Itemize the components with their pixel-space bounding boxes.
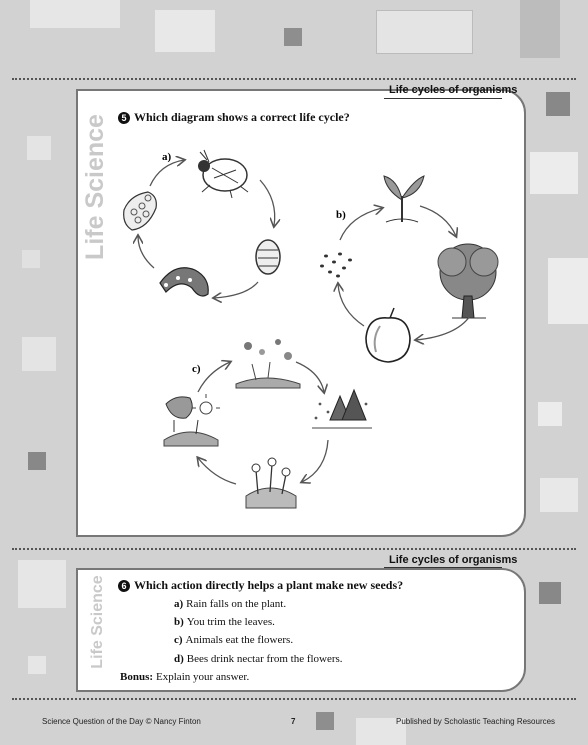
option-text: Rain falls on the plant. [186, 598, 287, 610]
decor-square [316, 712, 334, 730]
option-letter: b) [174, 616, 184, 628]
decor-square [356, 718, 406, 745]
decor-square [22, 337, 56, 371]
bonus-text: Explain your answer. [156, 671, 250, 683]
diagram-label: b) [336, 209, 346, 221]
decor-square [22, 250, 40, 268]
topic-underline [384, 567, 502, 568]
question-number-badge: 6 [118, 579, 130, 592]
decor-square [28, 656, 46, 674]
seedling-icon [383, 175, 425, 223]
diagram-label: c) [192, 363, 201, 375]
decor-square [539, 582, 561, 604]
question-number-badge: 5 [118, 111, 130, 124]
bonus-line: Bonus:Explain your answer. [120, 671, 249, 683]
beetle-icon [198, 149, 249, 199]
decor-square [548, 258, 588, 324]
side-title: Life Science [89, 575, 106, 669]
eggs-icon [123, 191, 157, 231]
question-6: 6 Which action directly helps a plant ma… [118, 578, 403, 593]
decor-square [284, 28, 302, 46]
decor-square [546, 92, 570, 116]
summer-scene-icon [163, 394, 220, 447]
apple-icon [365, 307, 411, 363]
cut-line [12, 548, 576, 550]
decor-square [18, 560, 66, 608]
answer-option-b: b)You trim the leaves. [174, 616, 275, 628]
option-text: Bees drink nectar from the flowers. [186, 653, 343, 665]
question-text: Which action directly helps a plant make… [134, 578, 404, 592]
topic-label: Life cycles of organisms [389, 84, 518, 96]
question-card-6 [76, 568, 526, 692]
option-text: Animals eat the flowers. [185, 634, 294, 646]
option-letter: a) [174, 598, 184, 610]
page-number: 7 [291, 717, 296, 726]
decor-square [27, 136, 51, 160]
diagram-c: c) [163, 339, 372, 509]
option-letter: d) [174, 653, 184, 665]
larva-icon [159, 267, 209, 297]
decor-square [28, 452, 46, 470]
answer-option-a: a)Rain falls on the plant. [174, 598, 286, 610]
question-text: Which diagram shows a correct life cycle… [134, 110, 350, 124]
answer-option-d: d)Bees drink nectar from the flowers. [174, 653, 343, 665]
bonus-label: Bonus: [120, 671, 154, 683]
cut-line [12, 698, 576, 700]
autumn-scene-icon [235, 339, 301, 389]
decor-square [376, 10, 473, 54]
footer-publisher: Published by Scholastic Teaching Resourc… [396, 717, 556, 726]
diagram-label: a) [162, 151, 172, 163]
decor-square [538, 402, 562, 426]
topic-label: Life cycles of organisms [389, 554, 518, 566]
question-5: 5 Which diagram shows a correct life cyc… [118, 110, 350, 125]
decor-square [520, 0, 560, 58]
cut-line [12, 78, 576, 80]
decor-square [530, 152, 578, 194]
diagram-a: a) [123, 149, 281, 298]
seeds-icon [320, 252, 352, 278]
option-text: You trim the leaves. [186, 616, 275, 628]
option-letter: c) [174, 634, 183, 646]
pupa-icon [255, 239, 281, 275]
spring-scene-icon [245, 457, 297, 509]
decor-square [155, 10, 215, 52]
footer-credit: Science Question of the Day © Nancy Fint… [42, 717, 201, 726]
tree-icon [437, 243, 499, 319]
topic-underline [384, 98, 502, 99]
answer-option-c: c)Animals eat the flowers. [174, 634, 293, 646]
decor-square [540, 478, 578, 512]
decor-square [30, 0, 120, 28]
winter-scene-icon [312, 388, 372, 429]
question-card-5 [76, 89, 526, 537]
diagram-b: b) [320, 175, 499, 363]
